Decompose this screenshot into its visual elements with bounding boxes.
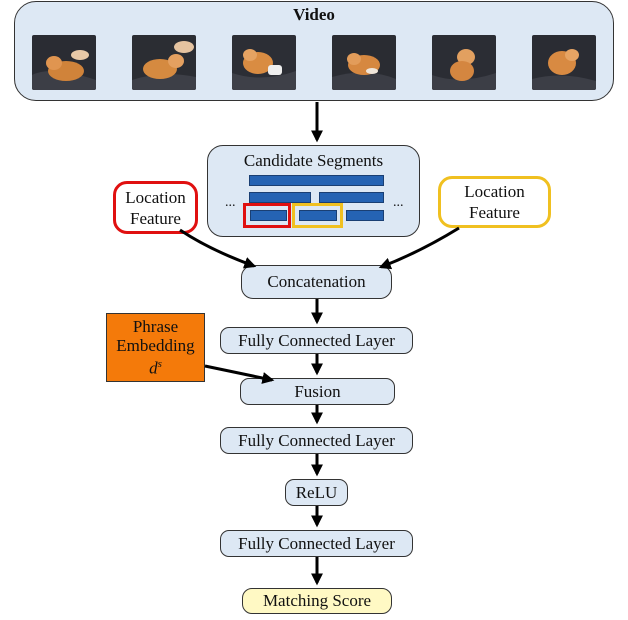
location-right-line1: Location bbox=[464, 182, 525, 201]
segment-bar-long bbox=[249, 175, 384, 186]
arrow-phrase-to-fusion bbox=[204, 364, 275, 384]
video-frame-6 bbox=[532, 35, 596, 90]
video-frame-4 bbox=[332, 35, 396, 90]
fc1-label: Fully Connected Layer bbox=[238, 330, 395, 350]
segment-bar-short-1 bbox=[250, 210, 287, 221]
phrase-embedding-box: Phrase Embedding ds bbox=[106, 313, 205, 382]
concatenation-label: Concatenation bbox=[267, 272, 366, 291]
segment-bar-short-3 bbox=[346, 210, 384, 221]
relu-label: ReLU bbox=[295, 482, 338, 502]
relu-node: ReLU bbox=[285, 479, 348, 506]
video-title: Video bbox=[293, 5, 335, 24]
location-left-line1: Location bbox=[125, 187, 186, 207]
segment-bar-mid-left bbox=[249, 192, 311, 203]
arrow-right-loc-to-concat bbox=[378, 226, 460, 270]
candidate-segments-title: Candidate Segments bbox=[243, 151, 384, 170]
ellipsis-right: ... bbox=[393, 195, 404, 210]
matching-score-node: Matching Score bbox=[242, 588, 392, 614]
arrow-left-loc-to-concat bbox=[179, 228, 257, 269]
fully-connected-layer-3: Fully Connected Layer bbox=[220, 530, 413, 557]
video-frame-5 bbox=[432, 35, 496, 90]
video-panel: Video bbox=[14, 1, 614, 101]
video-frame-2 bbox=[132, 35, 196, 90]
phrase-symbol: d bbox=[149, 358, 158, 378]
candidate-segments-panel: Candidate Segments ... ... bbox=[207, 145, 420, 237]
video-frame-1 bbox=[32, 35, 96, 90]
segment-bar-short-2 bbox=[299, 210, 337, 221]
fc2-label: Fully Connected Layer bbox=[238, 430, 395, 450]
ellipsis-left: ... bbox=[225, 195, 236, 210]
yellow-highlight-box bbox=[292, 203, 343, 228]
phrase-line2: Embedding bbox=[116, 336, 195, 355]
fusion-label: Fusion bbox=[294, 381, 341, 401]
location-right-line2: Feature bbox=[469, 203, 520, 222]
location-left-line2: Feature bbox=[130, 208, 181, 228]
red-highlight-box bbox=[243, 203, 291, 228]
video-frame-3 bbox=[232, 35, 296, 90]
phrase-line1: Phrase bbox=[132, 317, 179, 336]
segment-bar-mid-right bbox=[319, 192, 384, 203]
fully-connected-layer-1: Fully Connected Layer bbox=[220, 327, 413, 354]
concatenation-node: Concatenation bbox=[241, 265, 392, 299]
phrase-superscript: s bbox=[157, 358, 162, 370]
fully-connected-layer-2: Fully Connected Layer bbox=[220, 427, 413, 454]
fusion-node: Fusion bbox=[240, 378, 395, 405]
fc3-label: Fully Connected Layer bbox=[238, 533, 395, 553]
matching-score-label: Matching Score bbox=[262, 591, 372, 610]
